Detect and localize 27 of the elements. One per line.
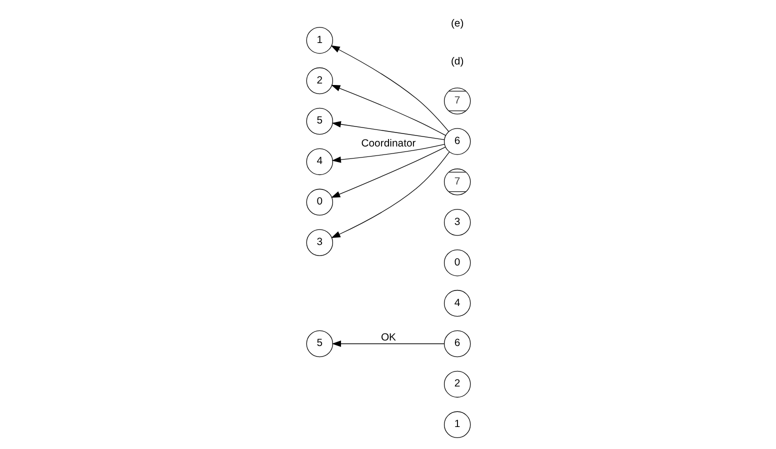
node-circle: 4 — [443, 289, 470, 316]
node-circle: 0 — [443, 248, 470, 276]
arrow — [331, 143, 444, 162]
edge-label: Coordinator — [360, 138, 416, 150]
node-circle: 0 — [306, 188, 333, 216]
node-circle: 5 — [306, 107, 333, 134]
label: (e) — [450, 18, 464, 30]
node-circle: 3 — [443, 208, 470, 236]
node-circle: 7 — [443, 168, 470, 195]
node-circle: 3 — [306, 228, 333, 256]
node-circle: 1 — [443, 410, 470, 438]
label: (d) — [450, 56, 464, 67]
node-circle: 7 — [443, 87, 470, 114]
arrow — [331, 340, 444, 346]
node-circle: 1 — [306, 26, 333, 54]
node-circle: 6 — [443, 330, 470, 357]
arrow — [331, 120, 444, 140]
node-circle: 5 — [306, 330, 333, 357]
node-circle: 4 — [306, 148, 333, 175]
node-circle: 2 — [443, 370, 470, 398]
node-circle: 2 — [306, 66, 333, 94]
arrow — [330, 146, 446, 198]
arrow — [330, 44, 449, 132]
arrow — [330, 84, 446, 136]
arrow — [330, 151, 450, 238]
node-circle: 6 — [443, 128, 470, 154]
edge-label: OK — [380, 332, 396, 343]
